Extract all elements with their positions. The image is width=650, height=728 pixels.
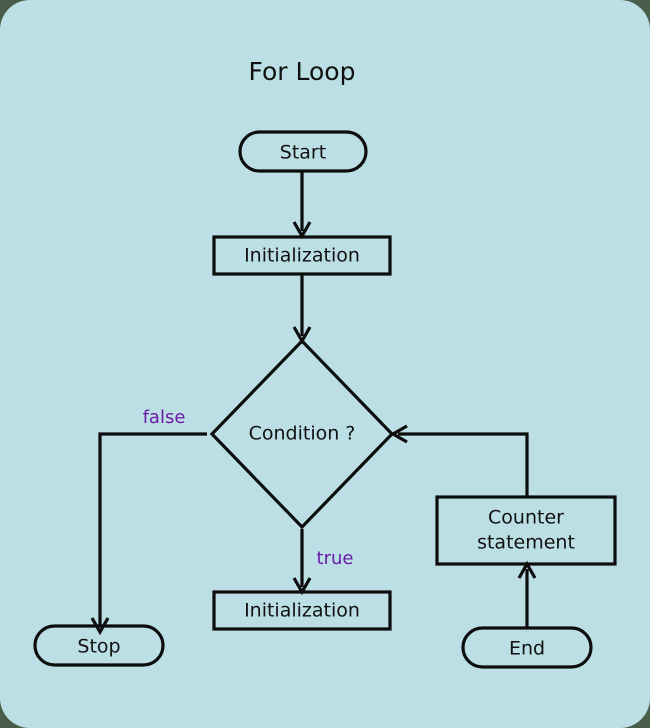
stop-label: Stop [77, 636, 120, 658]
connector-end-to-counter [517, 560, 537, 629]
stop-shape [33, 624, 165, 667]
initialization-1-shape [212, 235, 392, 276]
start-label: Start [280, 142, 326, 164]
diagram-title: For Loop [249, 57, 356, 86]
node-start[interactable]: Start [238, 130, 368, 173]
connector-start-to-init1 [292, 171, 312, 240]
start-shape [238, 130, 368, 173]
counter-statement-shape [435, 495, 617, 566]
node-counter-statement[interactable]: Counter statement [435, 495, 617, 566]
counter-statement-label-line1: Counter [488, 507, 564, 529]
connector-condition-true-to-init2 [292, 529, 312, 596]
condition-label: Condition ? [249, 423, 356, 445]
node-stop[interactable]: Stop [33, 624, 165, 667]
connector-init1-to-condition [292, 274, 312, 345]
node-end[interactable]: End [461, 626, 593, 669]
end-label: End [509, 638, 545, 660]
initialization-1-label: Initialization [244, 245, 360, 267]
initialization-2-shape [212, 590, 392, 631]
node-initialization-1[interactable]: Initialization [212, 235, 392, 276]
edge-label-false: false [143, 407, 186, 428]
connector-condition-false-to-stop [90, 432, 207, 636]
edge-label-true: true [317, 548, 354, 569]
condition-shape [209, 338, 395, 530]
counter-statement-label-line2: statement [477, 532, 575, 554]
node-initialization-2[interactable]: Initialization [212, 590, 392, 631]
initialization-2-label: Initialization [244, 600, 360, 622]
node-condition[interactable]: Condition ? [209, 338, 395, 530]
connector-counter-to-condition [389, 424, 529, 497]
end-shape [461, 626, 593, 669]
